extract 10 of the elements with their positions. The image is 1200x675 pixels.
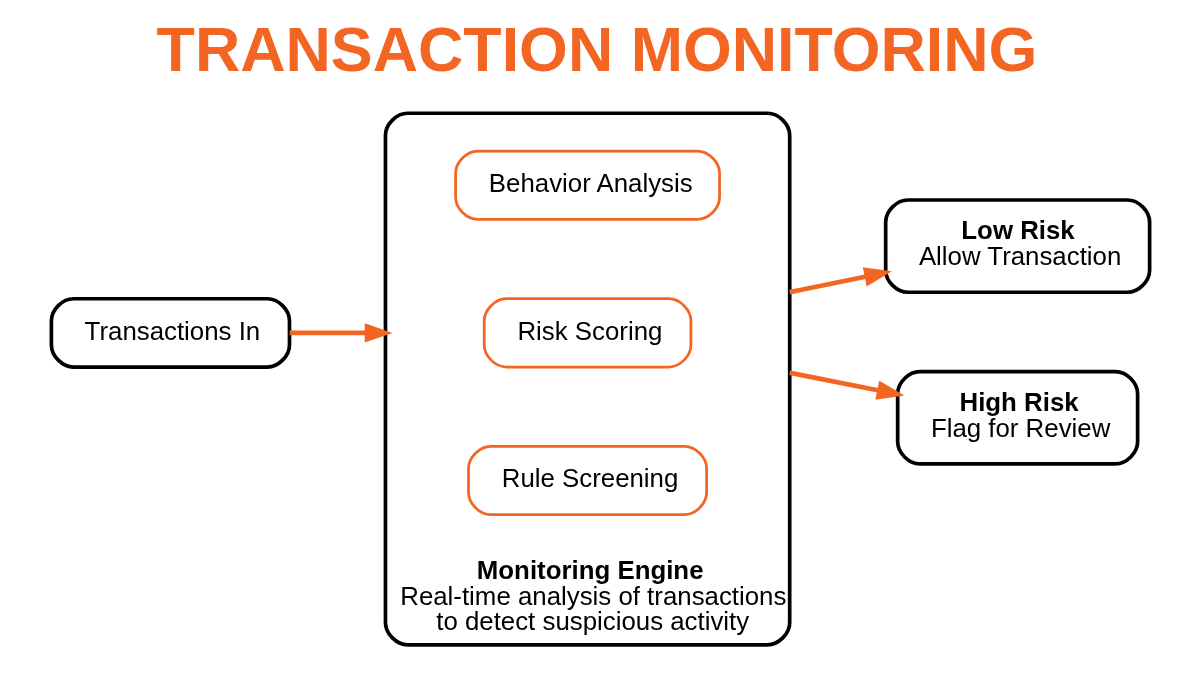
node-box: High Risk Flag for Review — [895, 369, 1139, 466]
node-box: Transactions In — [49, 296, 291, 369]
diagram-title: TRANSACTION MONITORING — [156, 14, 1037, 85]
arrow — [788, 370, 904, 400]
node-box: Low Risk Allow Transaction — [883, 198, 1151, 295]
node-box: Rule Screening — [466, 445, 708, 517]
arrow — [289, 323, 392, 343]
node-box: Behavior Analysis — [453, 149, 721, 221]
arrow — [788, 267, 892, 295]
node-box: Risk Scoring — [482, 297, 692, 369]
